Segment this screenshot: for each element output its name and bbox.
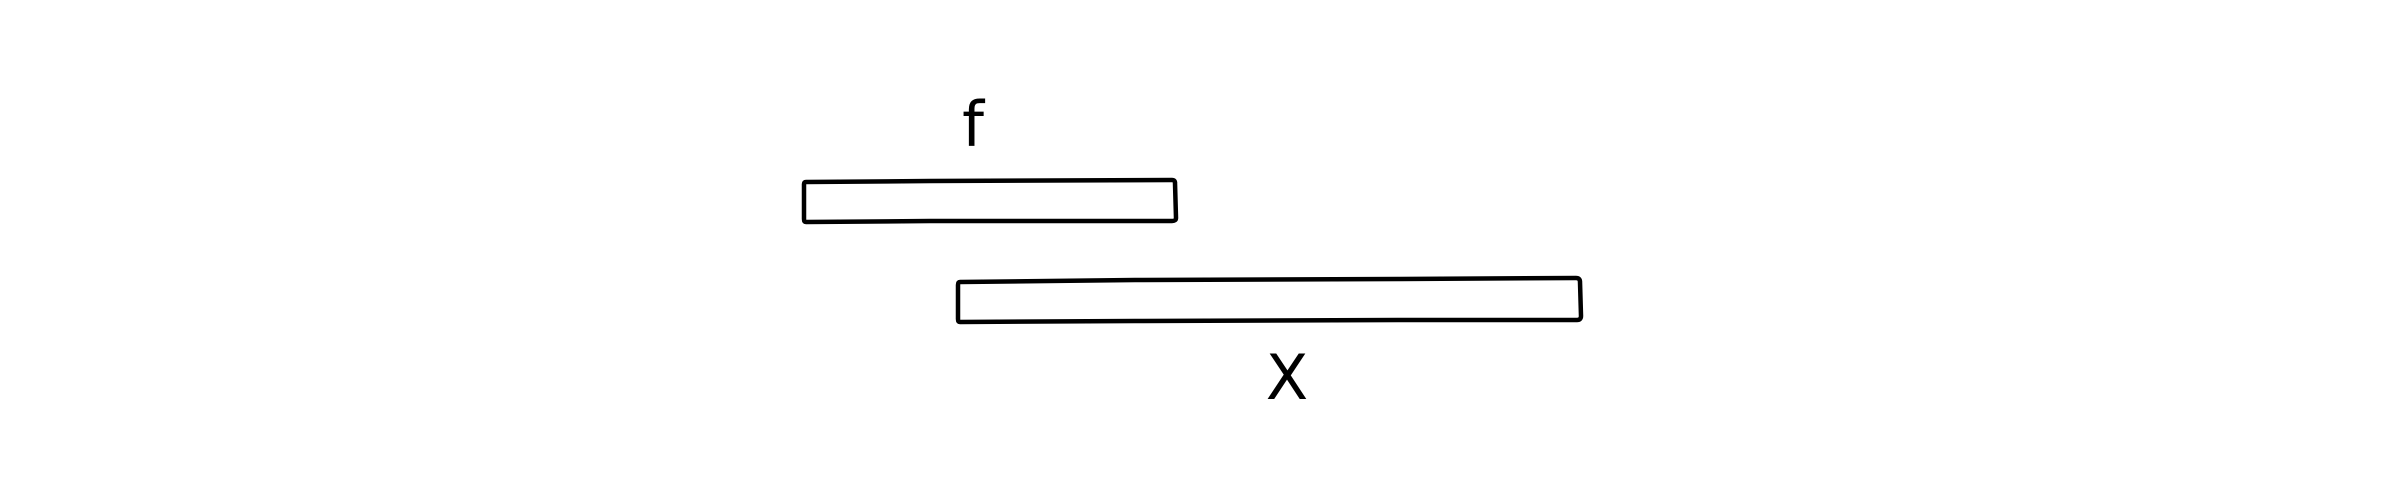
- input-rectangle: [955, 275, 1584, 325]
- input-label: X: [1265, 341, 1309, 414]
- filter-rectangle: [801, 177, 1179, 225]
- filter-label: f: [962, 88, 984, 161]
